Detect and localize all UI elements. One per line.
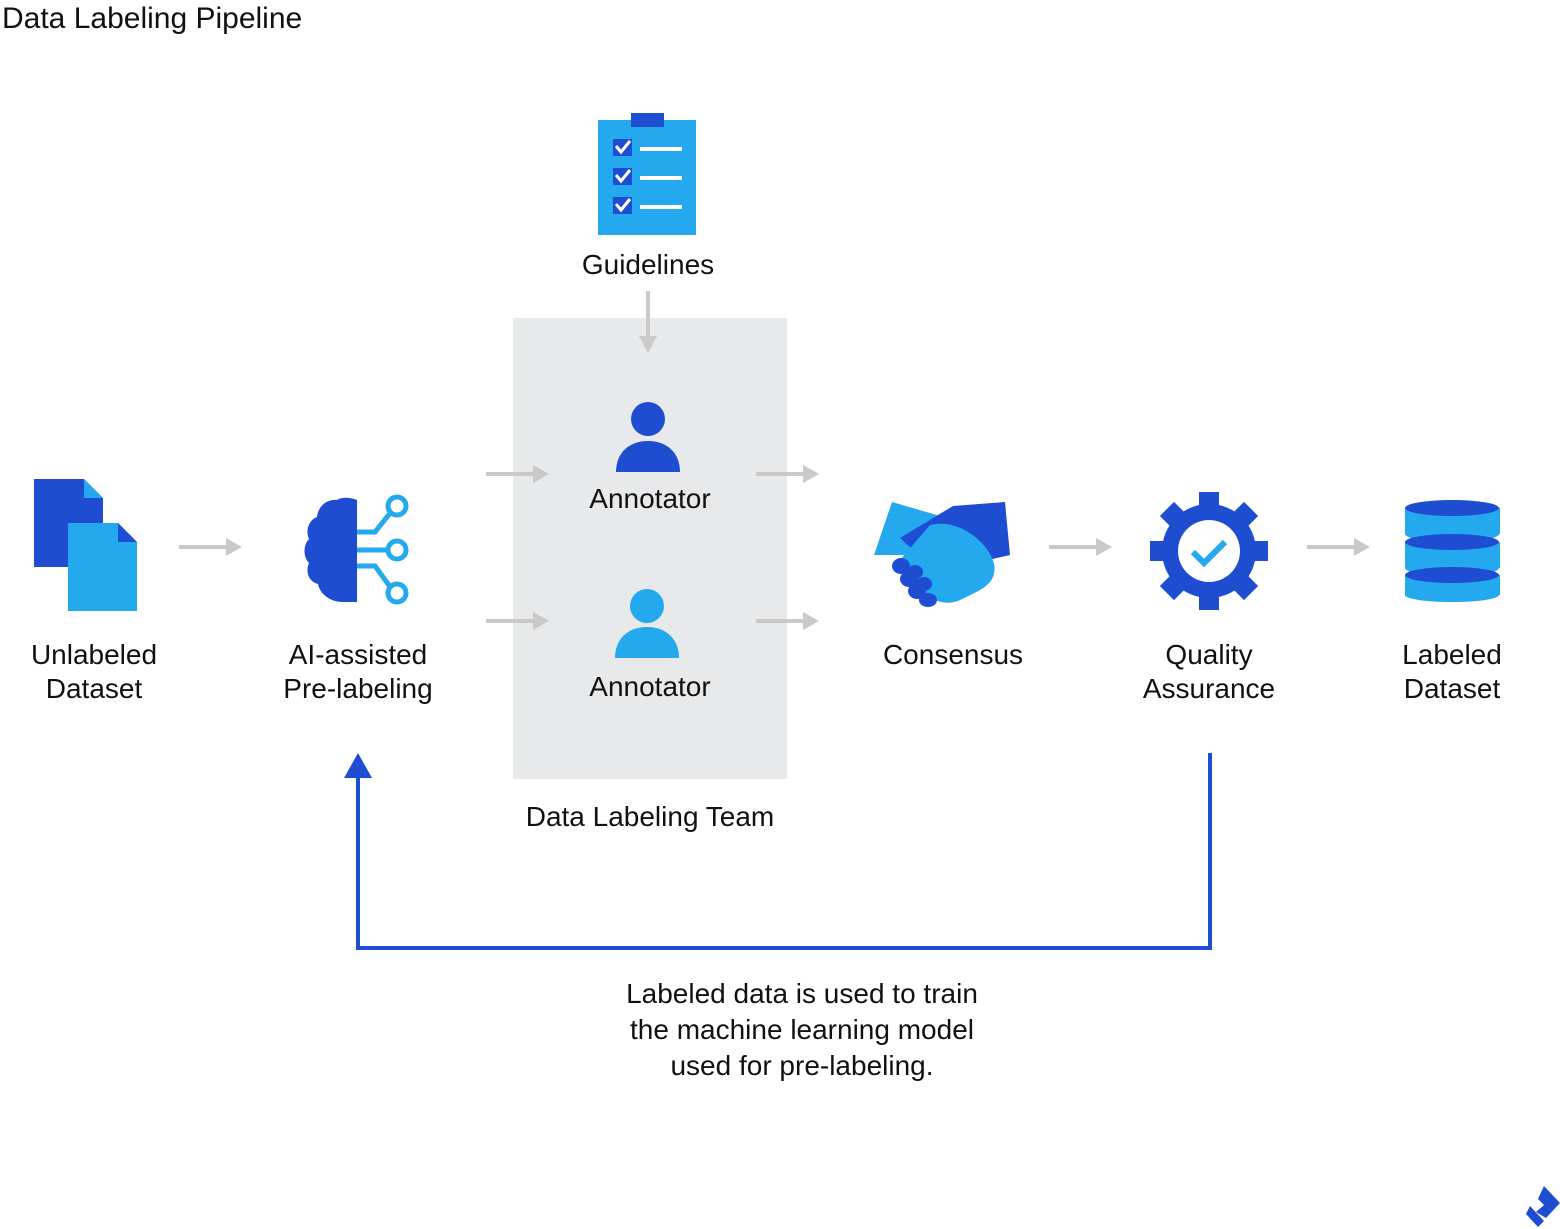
feedback-note-line1: Labeled data is used to train: [626, 978, 978, 1009]
toptal-logo-icon: [1526, 1186, 1560, 1227]
label-unlabeled-line2: Dataset: [45, 673, 143, 704]
database-icon: [1405, 500, 1500, 602]
label-labeled-line1: Labeled: [1402, 639, 1502, 670]
brain-circuit-icon: [304, 494, 409, 605]
label-quality-assurance: Quality Assurance: [1109, 638, 1309, 706]
label-annotator-1: Annotator: [589, 483, 711, 514]
diagram-title: Data Labeling Pipeline: [2, 2, 303, 35]
data-labeling-team-box: [513, 318, 787, 779]
documents-icon: [34, 479, 137, 611]
label-unlabeled-dataset: Unlabeled Dataset: [4, 638, 184, 706]
feedback-loop: [344, 753, 1212, 950]
arrow-guidelines-to-team: [639, 291, 657, 353]
label-consensus: Consensus: [882, 639, 1024, 670]
person-icon: [616, 402, 680, 472]
arrow-unlabeled-to-ai: [179, 538, 242, 556]
feedback-note: Labeled data is used to train the machin…: [560, 976, 1044, 1084]
arrow-ai-to-annotator-2: [486, 612, 549, 630]
feedback-arrowhead: [344, 753, 372, 778]
gear-check-icon: [1150, 492, 1268, 610]
label-labeled-line2: Dataset: [1403, 673, 1501, 704]
flow-arrows: [179, 291, 1370, 630]
label-qa-line1: Quality: [1165, 639, 1253, 670]
arrow-qa-to-labeled: [1307, 538, 1370, 556]
label-unlabeled-line1: Unlabeled: [30, 639, 158, 670]
clipboard-checklist-icon: [598, 113, 696, 235]
feedback-note-line2: the machine learning model: [630, 1014, 974, 1045]
arrow-annotator-1-to-consensus: [756, 465, 819, 483]
label-ai-prelabeling: AI-assisted Pre-labeling: [258, 638, 458, 706]
label-ai-line2: Pre-labeling: [283, 673, 433, 704]
handshake-icon: [874, 502, 1010, 607]
arrow-ai-to-annotator-1: [486, 465, 549, 483]
label-labeled-dataset: Labeled Dataset: [1362, 638, 1542, 706]
arrow-annotator-2-to-consensus: [756, 612, 819, 630]
label-qa-line2: Assurance: [1142, 673, 1276, 704]
feedback-note-line3: used for pre-labeling.: [670, 1050, 934, 1081]
label-ai-line1: AI-assisted: [288, 639, 428, 670]
arrow-consensus-to-qa: [1049, 538, 1112, 556]
label-guidelines: Guidelines: [581, 249, 715, 280]
label-annotator-2: Annotator: [589, 671, 711, 702]
person-icon: [615, 589, 679, 658]
label-data-labeling-team: Data Labeling Team: [525, 801, 775, 832]
